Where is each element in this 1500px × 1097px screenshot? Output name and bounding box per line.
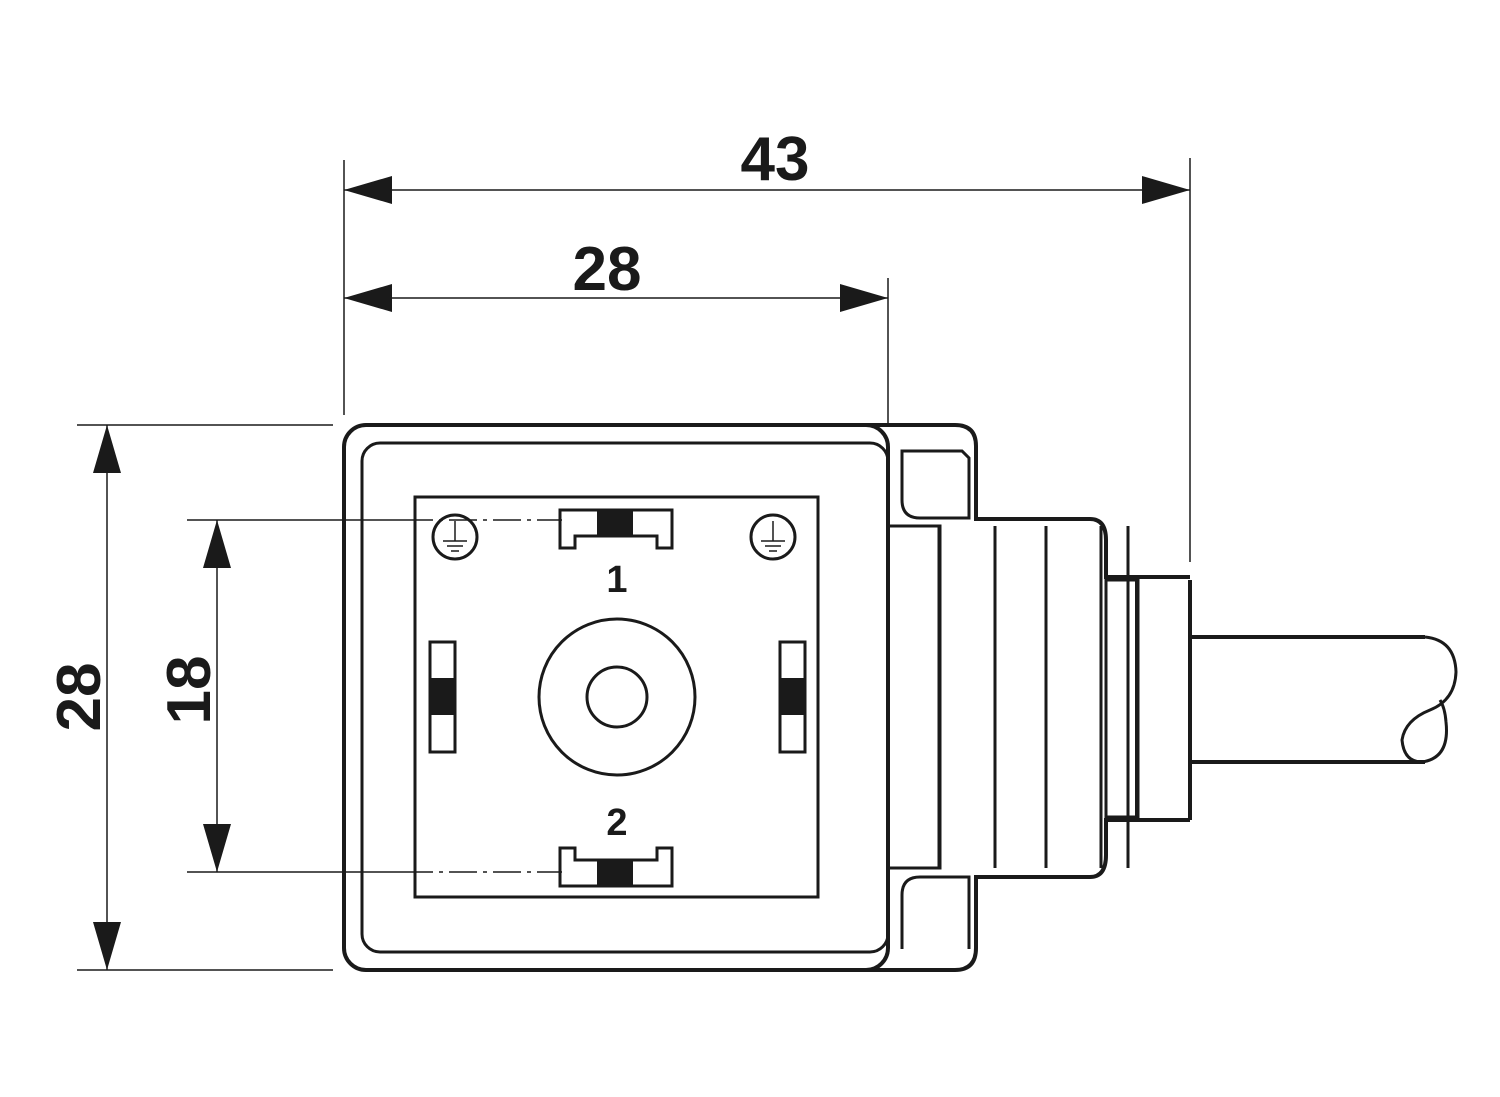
mounting-slot-top [900,449,971,520]
dimension-43-label: 43 [741,125,810,194]
dimension-18: 18 [155,519,562,873]
housing-front [342,423,890,972]
ground-symbol-right [749,513,797,561]
mounting-slot-bottom [900,875,971,949]
dimension-18-label: 18 [155,656,224,725]
ground-symbol-left [431,513,479,561]
dimension-28-vertical-label: 28 [45,663,114,732]
dimension-28-vertical: 28 [45,424,333,971]
gland-nut [1104,578,1140,819]
dimension-43: 43 [343,125,1191,562]
dimension-28-horizontal: 28 [344,235,889,425]
contact-2: 2 [558,802,674,888]
housing-side-body [860,423,1139,972]
contact-1: 1 [558,508,674,601]
contact-face [413,495,820,899]
contact-1-label: 1 [606,559,627,601]
side-contact-left [428,640,457,754]
housing-inner-frame [360,441,890,954]
center-screw-hole [537,617,697,777]
cable [1137,575,1458,822]
dimension-28-horizontal-label: 28 [573,235,642,304]
cable-gland [886,524,1140,870]
side-contact-right [778,640,807,754]
contact-2-label: 2 [606,802,627,844]
